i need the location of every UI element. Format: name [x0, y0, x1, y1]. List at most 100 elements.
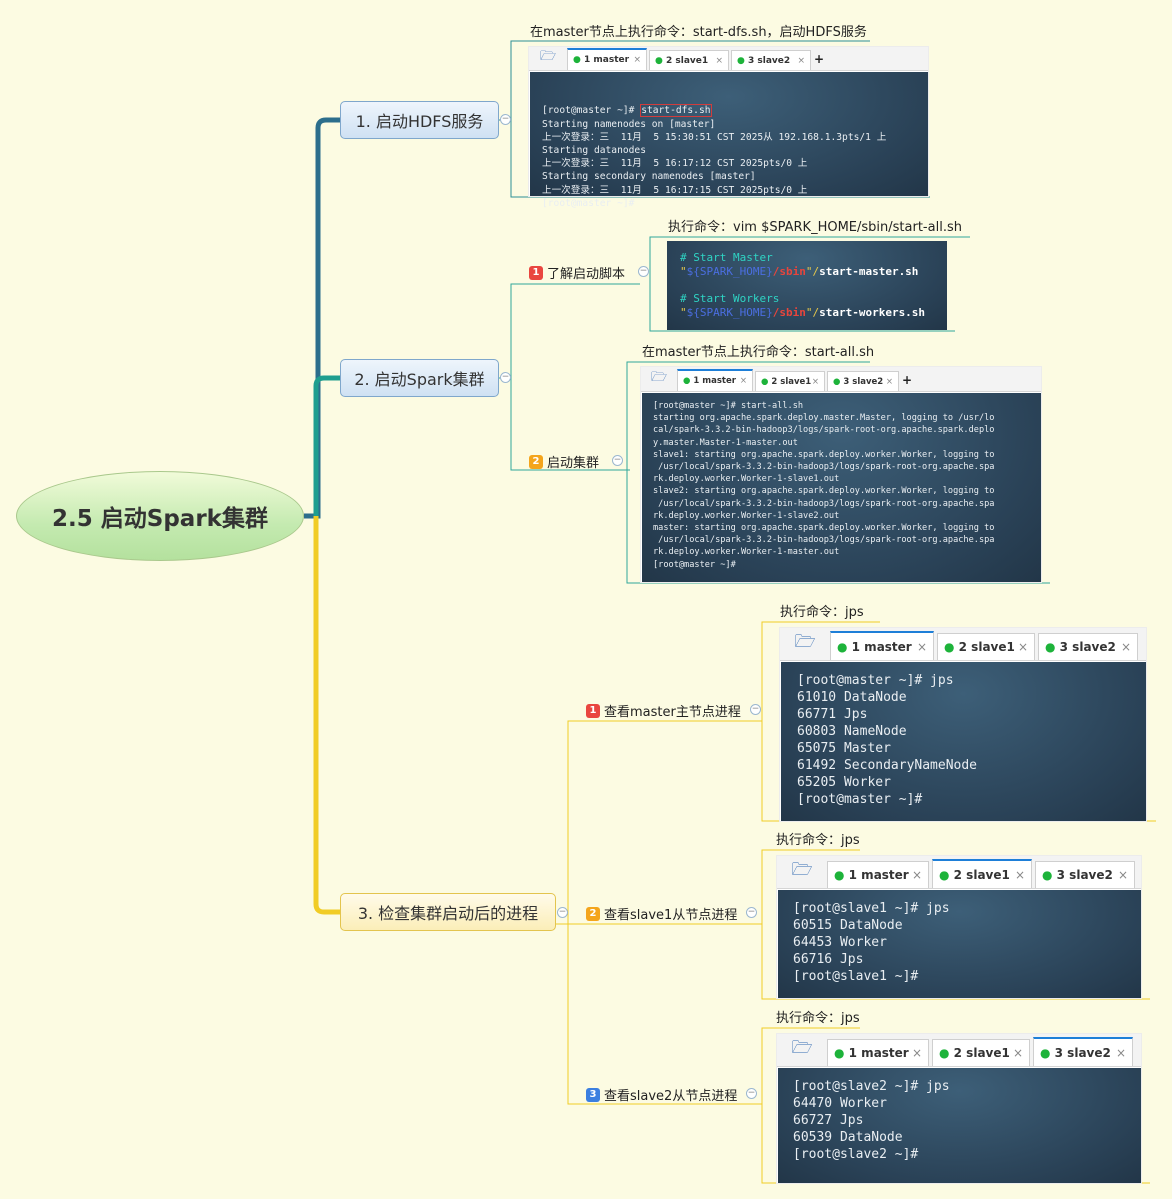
connector-branch-2 — [313, 375, 340, 516]
terminal-line: [root@slave2 ~]# — [793, 1147, 919, 1162]
terminal-window-master-jps: 🗁 ● 1 master× ● 2 slave1× ● 3 slave2× [r… — [779, 627, 1147, 822]
connector-script-bottom — [649, 284, 955, 332]
tab-master[interactable]: ● 1 master× — [567, 48, 647, 70]
status-dot-icon: ● — [1040, 1045, 1055, 1060]
topic-start-hdfs[interactable]: 1. 启动HDFS服务 — [340, 101, 499, 139]
collapse-icon[interactable]: − — [638, 266, 649, 277]
highlighted-command: start-dfs.sh — [640, 104, 712, 118]
close-icon[interactable]: × — [739, 376, 747, 386]
terminal-line: Starting namenodes on [master] — [542, 118, 716, 130]
status-dot-icon: ● — [1042, 868, 1057, 882]
caption-jps-slave2: 执行命令：jps — [776, 1011, 860, 1026]
connector-sub-3-1 — [556, 720, 762, 925]
terminal-line: 60803 NameNode — [797, 724, 907, 739]
folder-open-icon[interactable]: 🗁 — [794, 632, 816, 652]
root-title: 2.5 启动Spark集群 — [52, 506, 268, 532]
close-icon[interactable]: × — [797, 55, 805, 66]
close-icon[interactable]: × — [633, 55, 641, 65]
close-icon[interactable]: × — [911, 868, 922, 882]
script-command: start-workers.sh — [819, 306, 926, 320]
tab-label: 2 slave1 — [958, 640, 1015, 654]
terminal-line: master: starting org.apache.spark.deploy… — [653, 523, 995, 534]
status-dot-icon: ● — [834, 868, 849, 882]
tab-slave2[interactable]: ● 3 slave2× — [1035, 861, 1135, 888]
terminal-line: 65205 Worker — [797, 775, 891, 790]
close-icon[interactable]: × — [1115, 1045, 1126, 1060]
tab-slave2[interactable]: ● 3 slave2× — [1033, 1037, 1133, 1066]
connector-jps1-caption — [761, 621, 880, 721]
collapse-icon[interactable]: − — [500, 372, 511, 383]
subtopic-label: 查看slave1从节点进程 — [604, 908, 738, 923]
tab-slave2[interactable]: ● 3 slave2× — [1038, 633, 1138, 660]
terminal-line: 61492 SecondaryNameNode — [797, 758, 978, 773]
tab-slave1[interactable]: ● 2 slave1× — [932, 1039, 1030, 1066]
connector-jps2-caption — [761, 849, 860, 924]
close-icon[interactable]: × — [911, 1046, 922, 1060]
terminal-line: [root@slave1 ~]# — [793, 969, 919, 984]
tab-master[interactable]: ● 1 master× — [677, 369, 753, 391]
subtopic-label: 了解启动脚本 — [547, 267, 626, 282]
add-tab-icon[interactable]: + — [813, 52, 825, 66]
connector-hdfs-bottom — [510, 120, 930, 198]
collapse-icon[interactable]: − — [500, 114, 511, 125]
tab-slave1[interactable]: ● 2 slave1× — [755, 371, 825, 391]
terminal-window-start-all: 🗁 ● 1 master× ● 2 slave1× ● 3 slave2× + … — [640, 366, 1042, 583]
status-dot-icon: ● — [833, 376, 844, 387]
collapse-icon[interactable]: − — [746, 1088, 757, 1099]
tab-label: 3 slave2 — [748, 55, 791, 66]
close-icon[interactable]: × — [1120, 640, 1131, 654]
caption-jps-master: 执行命令：jps — [780, 605, 864, 620]
script-comment: # Start Master — [680, 251, 773, 264]
terminal-line: [root@master ~]# — [542, 197, 635, 209]
tab-label: 1 master — [848, 1046, 909, 1060]
close-icon[interactable]: × — [715, 55, 723, 66]
topic-label: 1. 启动HDFS服务 — [355, 112, 484, 131]
add-tab-icon[interactable]: + — [901, 373, 913, 387]
close-icon[interactable]: × — [916, 639, 927, 654]
tab-label: 2 slave1 — [953, 1046, 1010, 1060]
close-icon[interactable]: × — [885, 376, 893, 387]
tab-label: 1 master — [693, 376, 736, 386]
close-icon[interactable]: × — [811, 376, 819, 387]
tab-slave1[interactable]: ● 2 slave1× — [937, 633, 1035, 660]
close-icon[interactable]: × — [1017, 640, 1028, 654]
tab-master[interactable]: ● 1 master× — [827, 1039, 929, 1066]
terminal-line: slave1: starting org.apache.spark.deploy… — [653, 449, 995, 460]
tab-slave1[interactable]: ● 2 slave1× — [932, 859, 1032, 888]
collapse-icon[interactable]: − — [612, 455, 623, 466]
status-dot-icon: ● — [761, 376, 772, 387]
caption-jps-slave1: 执行命令：jps — [776, 833, 860, 848]
folder-open-icon[interactable]: 🗁 — [791, 860, 813, 880]
folder-open-icon[interactable]: 🗁 — [650, 369, 668, 385]
collapse-icon[interactable]: − — [750, 704, 761, 715]
terminal-line: 上一次登录：三 11月 5 16:17:15 CST 2025pts/0 上 — [542, 184, 808, 196]
tab-slave2[interactable]: ● 3 slave2× — [731, 50, 811, 70]
folder-open-icon[interactable]: 🗁 — [791, 1038, 813, 1058]
close-icon[interactable]: × — [1012, 1046, 1023, 1060]
tab-master[interactable]: ● 1 master× — [827, 861, 929, 888]
tab-bar: 🗁 ● 1 master× ● 2 slave1× ● 3 slave2× + — [529, 47, 928, 71]
tab-slave1[interactable]: ● 2 slave1× — [649, 50, 729, 70]
folder-open-icon[interactable]: 🗁 — [539, 49, 557, 64]
tab-label: 1 master — [848, 868, 909, 882]
terminal-line: 66771 Jps — [797, 707, 868, 722]
root-topic[interactable]: 2.5 启动Spark集群 — [16, 471, 304, 561]
terminal-line: [root@slave1 ~]# jps — [793, 901, 950, 916]
topic-start-spark-cluster[interactable]: 2. 启动Spark集群 — [340, 359, 499, 397]
topic-check-processes[interactable]: 3. 检查集群启动后的进程 — [340, 893, 556, 931]
tab-bar: 🗁 ● 1 master× ● 2 slave1× ● 3 slave2× — [777, 856, 1141, 889]
tab-slave2[interactable]: ● 3 slave2× — [827, 371, 899, 391]
collapse-icon[interactable]: − — [557, 907, 568, 918]
collapse-icon[interactable]: − — [746, 907, 757, 918]
terminal-line: 60539 DataNode — [793, 1130, 903, 1145]
close-icon[interactable]: × — [1117, 868, 1128, 882]
close-icon[interactable]: × — [1014, 867, 1025, 882]
tab-master[interactable]: ● 1 master× — [830, 631, 934, 660]
